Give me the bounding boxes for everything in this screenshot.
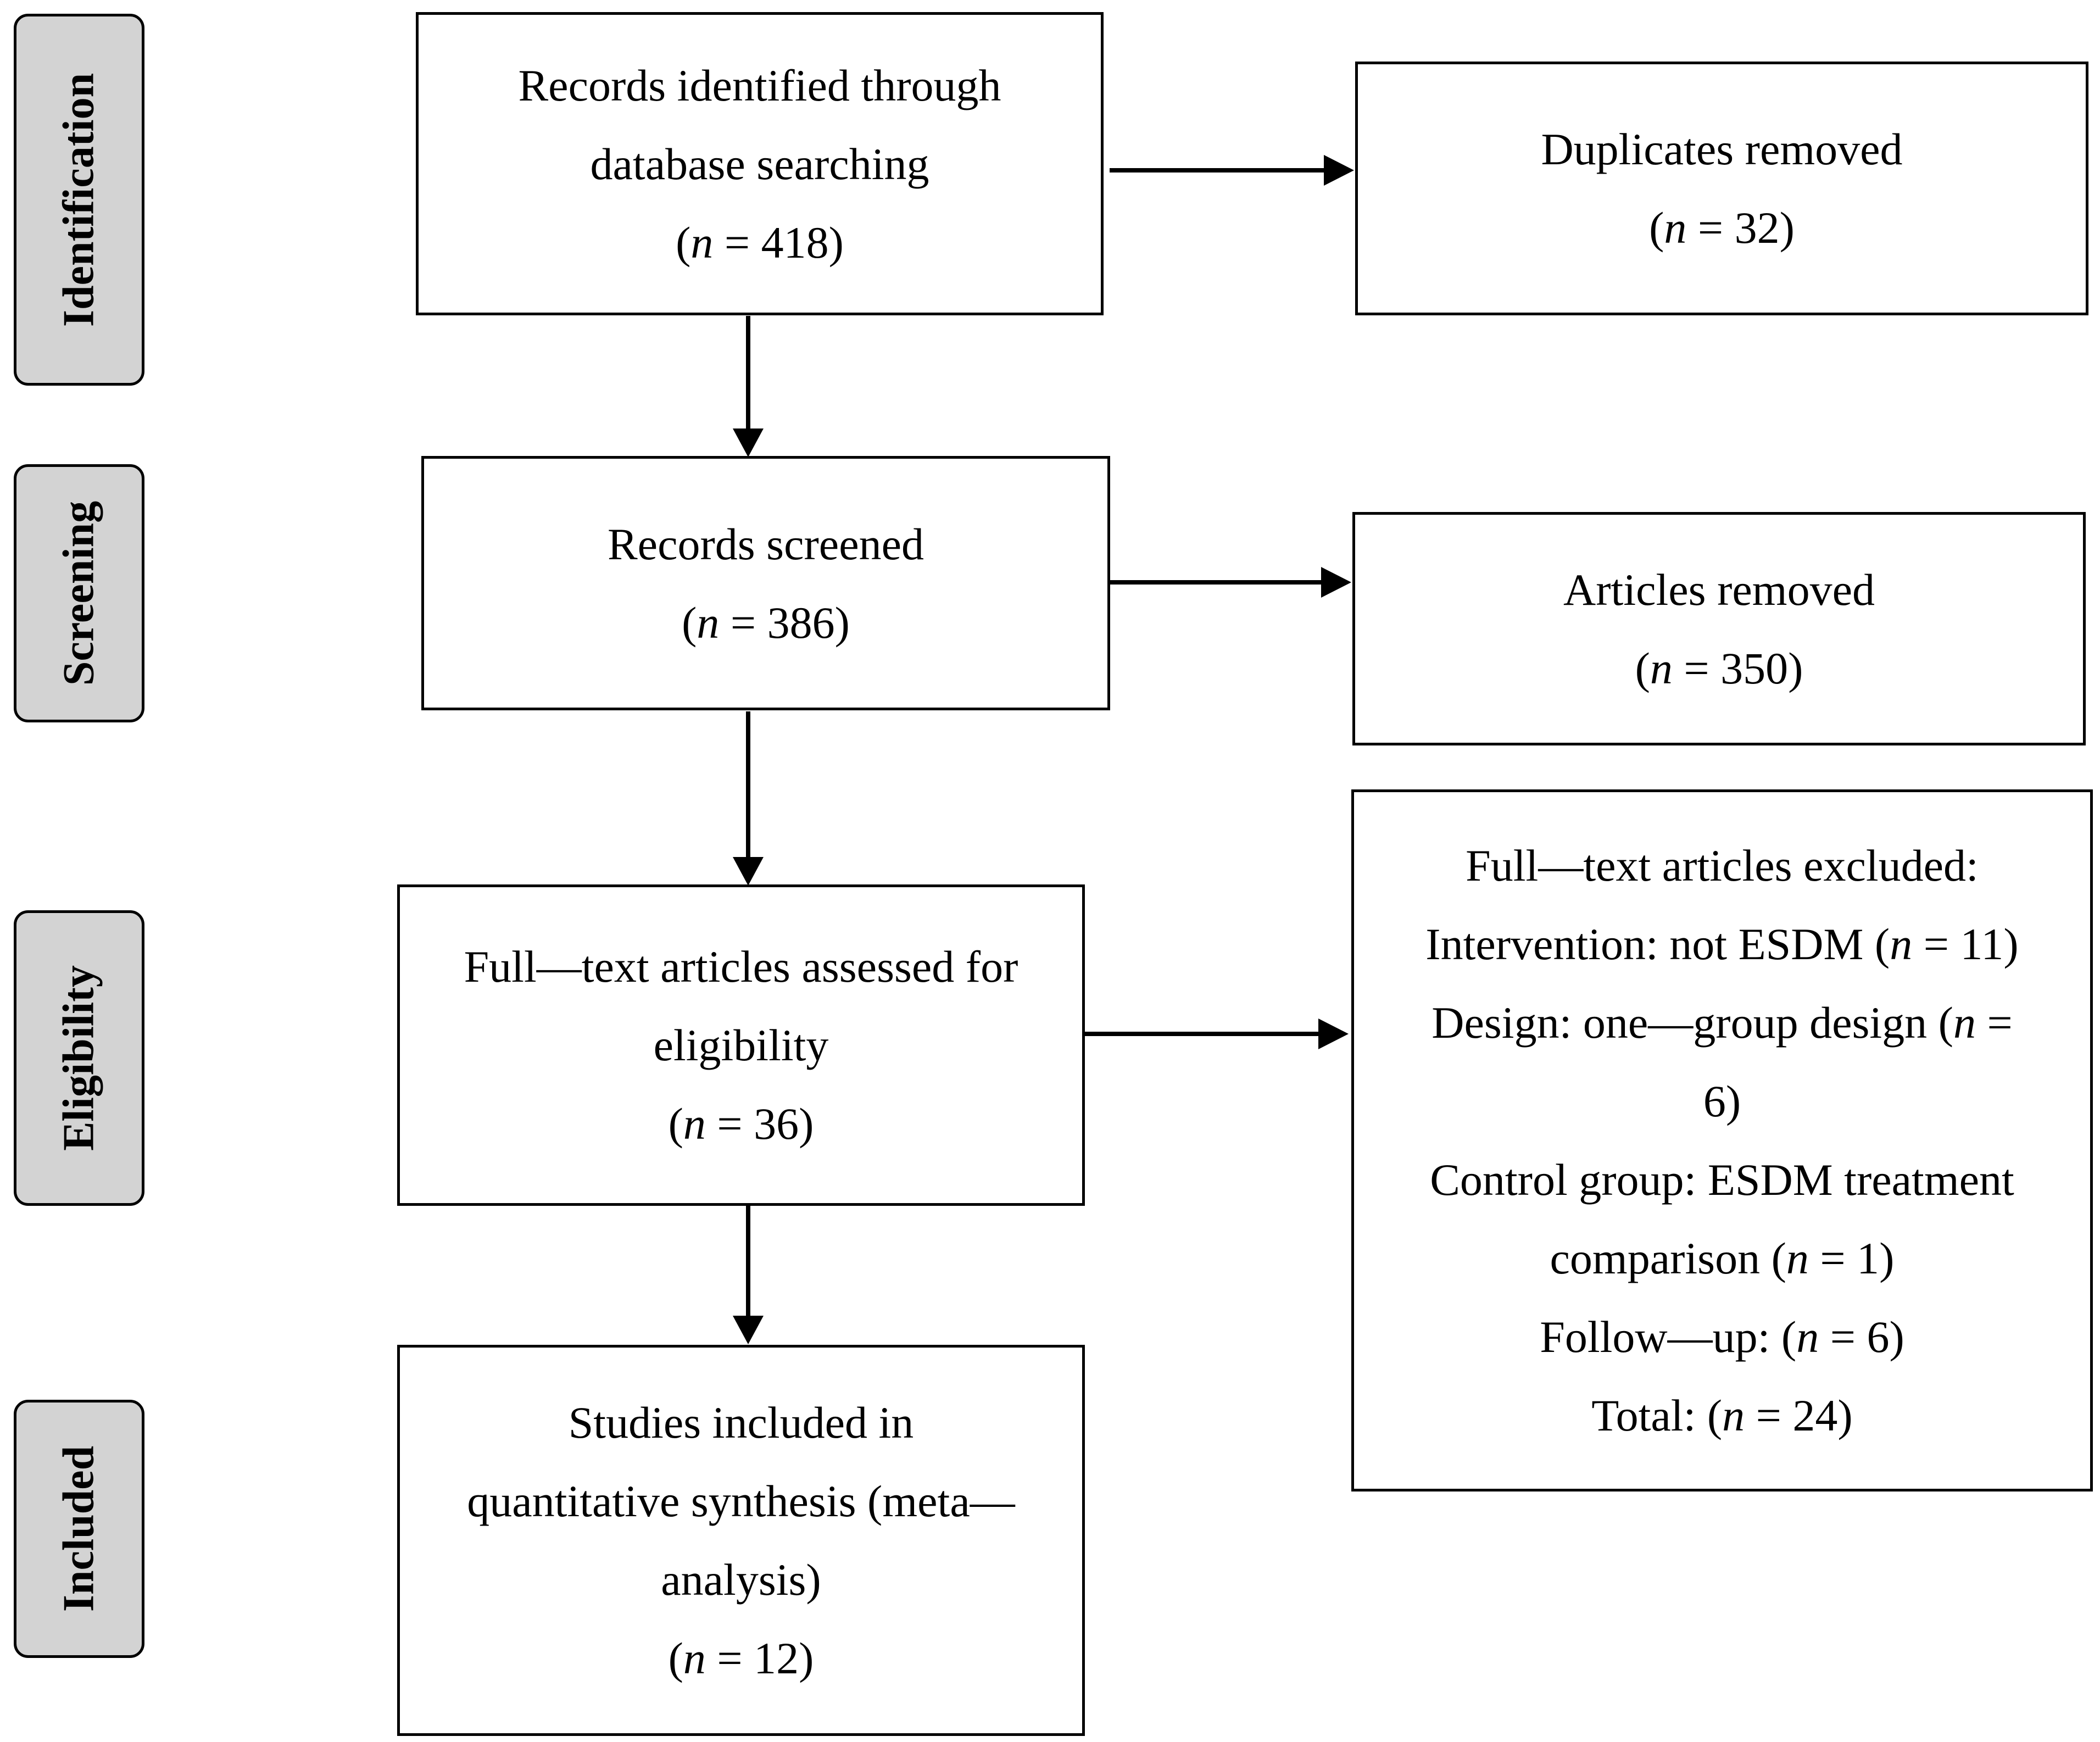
phase-screening: Screening (14, 464, 144, 722)
records-identified-box: Records identified through database sear… (416, 12, 1104, 315)
phase-identification: Identification (14, 14, 144, 386)
articles-removed-box: Articles removed (n = 350) (1352, 512, 2086, 745)
studies-included-line-1: Studies included in (568, 1398, 914, 1448)
arrowhead-removed (1321, 567, 1351, 598)
records-identified-line-2: database searching (590, 138, 929, 189)
excluded-control-group: Control group: ESDM treatment (1430, 1155, 2014, 1205)
studies-included-line-2: quantitative synthesis (meta— (467, 1476, 1015, 1526)
excluded-total: Total: (n = 24) (1591, 1390, 1853, 1440)
full-text-assessed-box: Full—text articles assessed for eligibil… (397, 884, 1085, 1206)
records-identified-line-1: Records identified through (518, 60, 1001, 110)
full-text-assessed-line-2: eligibility (653, 1020, 829, 1070)
arrowhead-included (733, 1316, 764, 1344)
records-screened-box: Records screened (n = 386) (421, 456, 1110, 710)
excluded-control-comparison: comparison (n = 1) (1550, 1233, 1895, 1283)
full-text-assessed-count: (n = 36) (668, 1099, 814, 1149)
records-identified-count: (n = 418) (676, 217, 844, 268)
studies-included-box: Studies included in quantitative synthes… (397, 1345, 1085, 1736)
duplicates-removed-box: Duplicates removed (n = 32) (1355, 62, 2088, 315)
articles-removed-label: Articles removed (1563, 564, 1875, 615)
arrowhead-screened (733, 428, 764, 457)
arrowhead-assessed (733, 857, 764, 886)
studies-included-count: (n = 12) (668, 1633, 814, 1683)
articles-removed-count: (n = 350) (1635, 643, 1803, 693)
arrowhead-duplicates (1324, 155, 1354, 186)
phase-eligibility: Eligibility (14, 910, 144, 1206)
excluded-follow-up: Follow—up: (n = 6) (1540, 1312, 1904, 1362)
phase-included: Included (14, 1400, 144, 1658)
excluded-design-count: 6) (1703, 1076, 1741, 1126)
full-text-assessed-line-1: Full—text articles assessed for (464, 942, 1018, 992)
duplicates-removed-count: (n = 32) (1649, 203, 1795, 253)
studies-included-line-3: analysis) (661, 1555, 821, 1605)
duplicates-removed-label: Duplicates removed (1541, 124, 1903, 174)
arrowhead-excluded (1318, 1019, 1349, 1049)
records-screened-count: (n = 386) (682, 597, 850, 648)
excluded-design: Design: one—group design (n = (1431, 998, 2013, 1048)
excluded-title: Full—text articles excluded: (1466, 841, 1979, 891)
full-text-excluded-box: Full—text articles excluded: Interventio… (1351, 789, 2093, 1491)
excluded-intervention: Intervention: not ESDM (n = 11) (1425, 919, 2019, 969)
records-screened-label: Records screened (607, 519, 924, 569)
